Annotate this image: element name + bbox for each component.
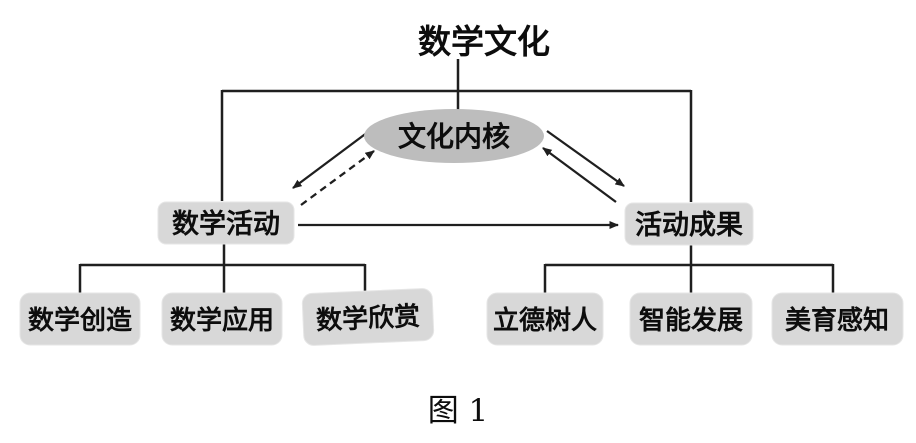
diagram-labels: 数学文化 文化内核 数学活动 活动成果 数学创造 数学应用 数学欣赏 立德树人 … [28, 22, 889, 429]
right-branch-label: 活动成果 [635, 210, 743, 241]
leaf-label-4: 立德树人 [493, 305, 597, 336]
node-leaf-5 [629, 292, 753, 346]
node-right-branch [624, 202, 754, 246]
diagram-title: 数学文化 [418, 22, 550, 61]
left-branch-label: 数学活动 [172, 208, 280, 240]
node-leaf-1 [19, 292, 141, 346]
leaf-label-2: 数学应用 [170, 305, 274, 336]
node-leaf-2 [161, 292, 283, 346]
node-leaf-6 [771, 292, 904, 346]
leaf-label-3: 数学欣赏 [315, 301, 420, 337]
leaf-label-1: 数学创造 [28, 305, 132, 336]
leaf-label-5: 智能发展 [639, 305, 743, 336]
figure-caption: 图 1 [428, 393, 489, 429]
node-leaf-4 [486, 292, 604, 346]
arrow-core-to-right-branch [546, 130, 625, 187]
arrow-left-branch-to-core-dashed [300, 150, 375, 206]
core-node-ellipse [364, 109, 544, 163]
connector-lines [78, 59, 835, 294]
leaf-label-6: 美育感知 [785, 305, 889, 336]
arrow-right-branch-to-core [542, 147, 617, 203]
core-node-label: 文化内核 [398, 120, 510, 153]
node-left-branch [157, 201, 295, 245]
arrow-core-to-left-branch [292, 131, 369, 189]
node-leaf-3 [301, 288, 435, 346]
relation-arrows [292, 130, 625, 229]
node-boxes [19, 201, 904, 346]
